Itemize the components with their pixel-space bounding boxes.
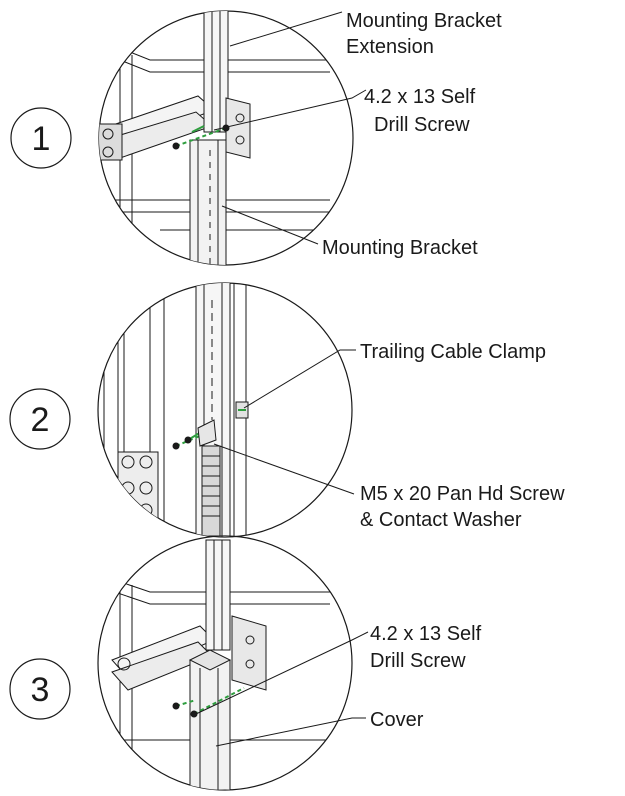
label-pan-hd-screw: M5 x 20 Pan Hd Screw & Contact Washer: [360, 483, 570, 531]
step-3-number: 3: [31, 671, 50, 709]
leader-trailing-cable-clamp: [243, 349, 356, 409]
leader-mounting-bracket: [221, 205, 319, 245]
leader-self-drill-screw-1: [213, 89, 367, 131]
step-1-number: 1: [32, 120, 51, 158]
leader-cover: [215, 717, 366, 747]
label-mounting-bracket-extension: Mounting Bracket Extension: [346, 10, 507, 58]
step-2-number: 2: [31, 401, 50, 439]
step-3-number-circle: [9, 658, 71, 720]
step-3-drawing: [99, 539, 330, 790]
leader-bracket-extension: [229, 11, 343, 47]
step-1-drawing: [99, 11, 330, 265]
step-2-detail: 2 Trailing Cable Clamp M5 x 20 Pan Hd Sc…: [9, 282, 570, 538]
label-self-drill-screw-3: 4.2 x 13 Self Drill Screw: [370, 623, 487, 672]
label-mounting-bracket: Mounting Bracket: [322, 237, 478, 259]
label-self-drill-screw-1: 4.2 x 13 Self Drill Screw: [364, 86, 481, 136]
step-1-detail: 1 Mounting Bracket Extension 4.2 x 13 Se…: [10, 10, 507, 266]
step-2-number-circle: [9, 388, 71, 450]
label-cover: Cover: [370, 709, 424, 731]
leader-pan-hd-screw: [213, 443, 355, 495]
leader-self-drill-screw-3: [195, 631, 369, 715]
step-3-detail: 3 4.2 x 13 Self Drill Screw Cover: [9, 535, 487, 791]
label-trailing-cable-clamp: Trailing Cable Clamp: [360, 341, 546, 363]
step-2-drawing: [103, 283, 249, 537]
step-1-number-circle: [10, 107, 72, 169]
